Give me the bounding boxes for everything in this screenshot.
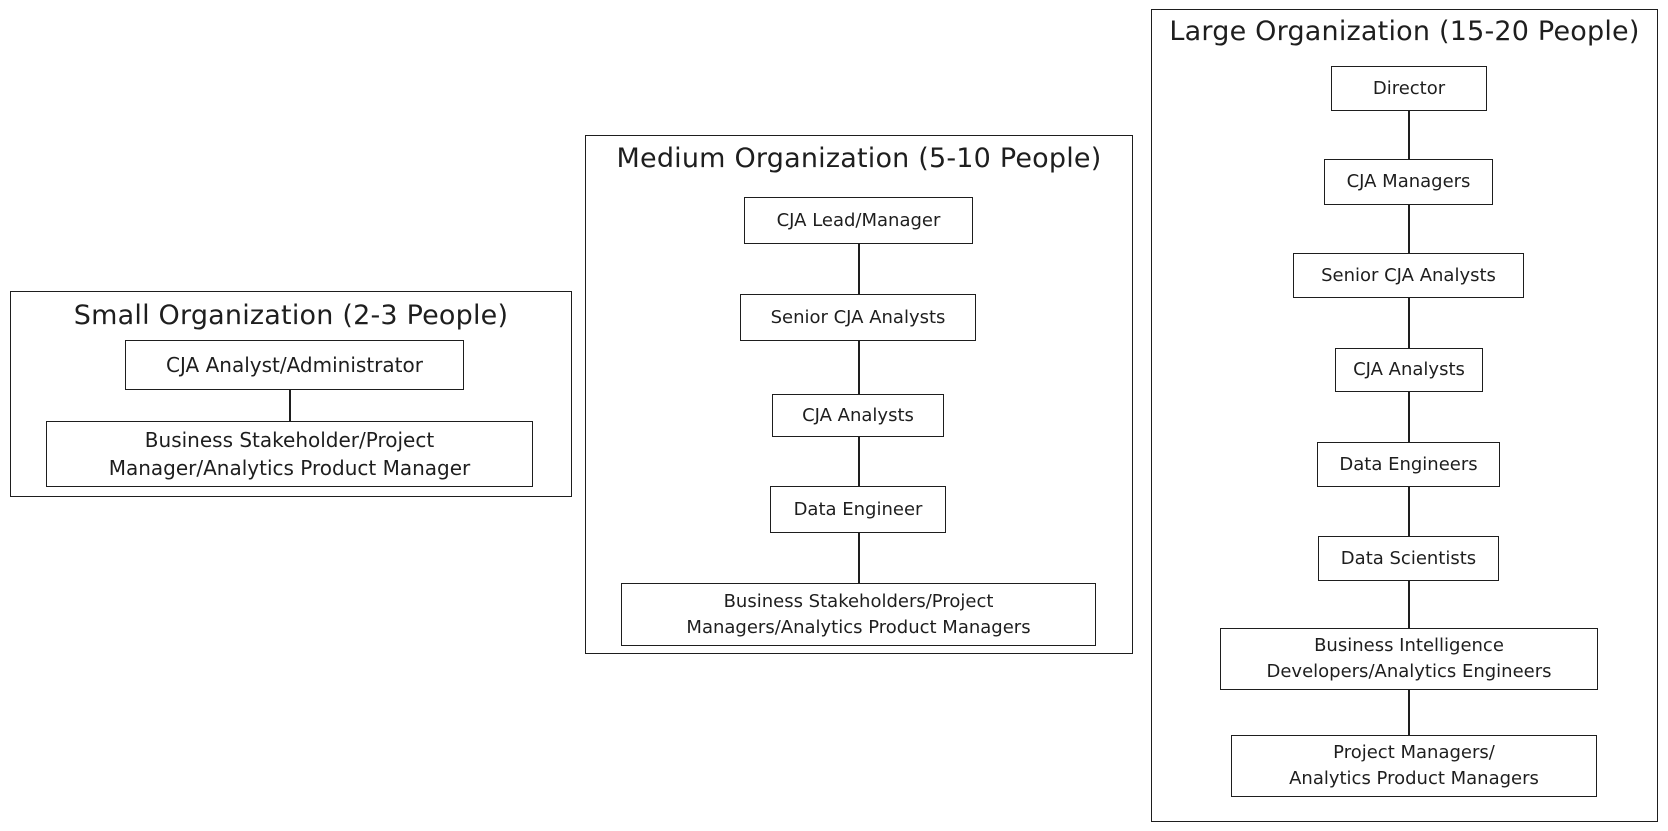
large-organization-title: Large Organization (15-20 People): [1169, 16, 1640, 47]
large-node-data-scientists: Data Scientists: [1318, 536, 1499, 581]
medium-node-senior-cja-analysts: Senior CJA Analysts: [740, 294, 976, 341]
large-edge-4: [1408, 391, 1410, 443]
medium-node-cja-analysts: CJA Analysts: [772, 394, 944, 437]
large-node-data-engineers: Data Engineers: [1317, 442, 1500, 487]
large-node-project-managers: Project Managers/ Analytics Product Mana…: [1231, 735, 1597, 797]
large-node-senior-cja-analysts: Senior CJA Analysts: [1293, 253, 1524, 298]
medium-edge-4: [858, 532, 860, 584]
large-node-director: Director: [1331, 66, 1487, 111]
small-organization-title: Small Organization (2-3 People): [73, 300, 509, 331]
large-edge-6: [1408, 580, 1410, 629]
medium-edge-2: [858, 340, 860, 395]
large-edge-7: [1408, 689, 1410, 736]
medium-node-business-stakeholders: Business Stakeholders/Project Managers/A…: [621, 583, 1096, 646]
large-node-cja-managers: CJA Managers: [1324, 159, 1493, 205]
small-node-business-stakeholder: Business Stakeholder/Project Manager/Ana…: [46, 421, 533, 487]
large-edge-1: [1408, 110, 1410, 160]
large-edge-2: [1408, 204, 1410, 254]
small-edge-1: [289, 389, 291, 422]
large-node-cja-analysts: CJA Analysts: [1335, 348, 1483, 392]
large-edge-5: [1408, 486, 1410, 537]
large-organization-group: Large Organization (15-20 People): [1151, 9, 1658, 822]
medium-node-cja-lead-manager: CJA Lead/Manager: [744, 197, 973, 244]
medium-edge-3: [858, 436, 860, 487]
small-node-cja-analyst-administrator: CJA Analyst/Administrator: [125, 340, 464, 390]
medium-edge-1: [858, 244, 860, 295]
medium-node-data-engineer: Data Engineer: [770, 486, 946, 533]
large-edge-3: [1408, 297, 1410, 349]
medium-organization-title: Medium Organization (5-10 People): [616, 143, 1102, 174]
large-node-bi-developers: Business Intelligence Developers/Analyti…: [1220, 628, 1598, 690]
